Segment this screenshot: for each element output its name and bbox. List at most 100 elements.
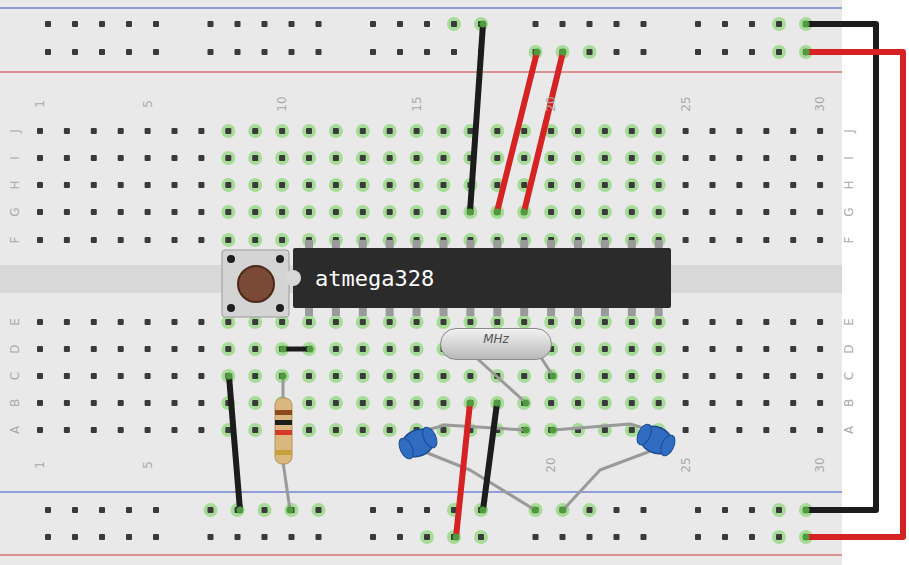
grid-hole xyxy=(64,427,70,433)
chip-pin xyxy=(466,307,474,316)
wire-end xyxy=(521,209,528,216)
grid-hole xyxy=(118,400,124,406)
grid-hole xyxy=(172,128,178,134)
rail-hole xyxy=(587,21,593,27)
hole-highlight xyxy=(652,369,666,383)
capacitor-lead xyxy=(563,452,648,510)
hole-highlight xyxy=(544,396,558,410)
grid-hole xyxy=(817,319,823,325)
chip-pin xyxy=(655,307,663,316)
grid-hole xyxy=(629,346,635,352)
hole-highlight xyxy=(302,124,316,138)
hole-highlight xyxy=(571,423,585,437)
capacitor-lead xyxy=(553,424,650,430)
hole-highlight xyxy=(625,342,639,356)
column-number: 15 xyxy=(410,96,424,111)
column-number: 25 xyxy=(679,457,693,472)
hole-highlight xyxy=(437,369,451,383)
grid-hole xyxy=(252,427,258,433)
grid-hole xyxy=(279,209,285,215)
chip-pin xyxy=(520,307,528,316)
rail-hole xyxy=(153,534,159,540)
wire-end xyxy=(494,400,501,407)
hole-highlight xyxy=(410,178,424,192)
grid-hole xyxy=(629,182,635,188)
hole-highlight xyxy=(652,396,666,410)
grid-hole xyxy=(683,128,689,134)
ground-wire xyxy=(229,376,240,510)
grid-hole xyxy=(602,373,608,379)
grid-hole xyxy=(602,155,608,161)
chip-pin xyxy=(359,307,367,316)
hole-highlight xyxy=(302,423,316,437)
grid-hole xyxy=(763,237,769,243)
rail-hole xyxy=(262,507,268,513)
hole-highlight xyxy=(356,205,370,219)
grid-hole xyxy=(575,155,581,161)
grid-hole xyxy=(710,400,716,406)
grid-hole xyxy=(575,373,581,379)
grid-hole xyxy=(548,209,554,215)
grid-hole xyxy=(736,128,742,134)
rail-hole xyxy=(424,534,430,540)
rail-stripe xyxy=(0,71,842,72)
hole-highlight xyxy=(652,205,666,219)
grid-hole xyxy=(387,346,393,352)
grid-hole xyxy=(817,346,823,352)
column-number: 1 xyxy=(33,461,47,469)
rail-hole xyxy=(370,507,376,513)
grid-hole xyxy=(360,155,366,161)
rail-hole xyxy=(749,49,755,55)
grid-hole xyxy=(656,400,662,406)
hole-highlight xyxy=(625,315,639,329)
hole-highlight xyxy=(312,503,326,517)
grid-hole xyxy=(629,373,635,379)
chip-pin xyxy=(547,307,555,316)
grid-hole xyxy=(790,346,796,352)
hole-highlight xyxy=(544,423,558,437)
grid-hole xyxy=(710,427,716,433)
row-letter: I xyxy=(8,156,22,160)
grid-hole xyxy=(37,400,43,406)
hole-highlight xyxy=(221,151,235,165)
rail-hole xyxy=(316,507,322,513)
rail-hole xyxy=(641,534,647,540)
grid-hole xyxy=(763,427,769,433)
hole-highlight xyxy=(275,124,289,138)
grid-hole xyxy=(629,319,635,325)
grid-hole xyxy=(172,427,178,433)
grid-hole xyxy=(252,155,258,161)
hole-highlight xyxy=(571,342,585,356)
rail-hole xyxy=(316,49,322,55)
grid-hole xyxy=(414,346,420,352)
grid-hole xyxy=(736,155,742,161)
grid-hole xyxy=(360,373,366,379)
grid-hole xyxy=(306,182,312,188)
grid-hole xyxy=(817,237,823,243)
grid-hole xyxy=(494,209,500,215)
rail-hole xyxy=(289,49,295,55)
grid-hole xyxy=(360,427,366,433)
hole-highlight xyxy=(598,178,612,192)
grid-hole xyxy=(37,155,43,161)
hole-highlight xyxy=(248,178,262,192)
grid-hole xyxy=(333,373,339,379)
hole-highlight xyxy=(383,369,397,383)
hole-highlight xyxy=(383,315,397,329)
crystal-oscillator: MHz xyxy=(440,328,552,360)
chip-pin xyxy=(440,307,448,316)
hole-highlight xyxy=(248,342,262,356)
grid-hole xyxy=(817,182,823,188)
grid-hole xyxy=(575,319,581,325)
chip-pin xyxy=(493,307,501,316)
grid-hole xyxy=(37,182,43,188)
grid-hole xyxy=(198,209,204,215)
board-body xyxy=(0,0,842,565)
row-letter: G xyxy=(8,207,22,216)
grid-hole xyxy=(736,319,742,325)
grid-hole xyxy=(64,155,70,161)
wire-end xyxy=(534,49,541,56)
grid-hole xyxy=(683,373,689,379)
grid-hole xyxy=(91,400,97,406)
grid-hole xyxy=(37,237,43,243)
